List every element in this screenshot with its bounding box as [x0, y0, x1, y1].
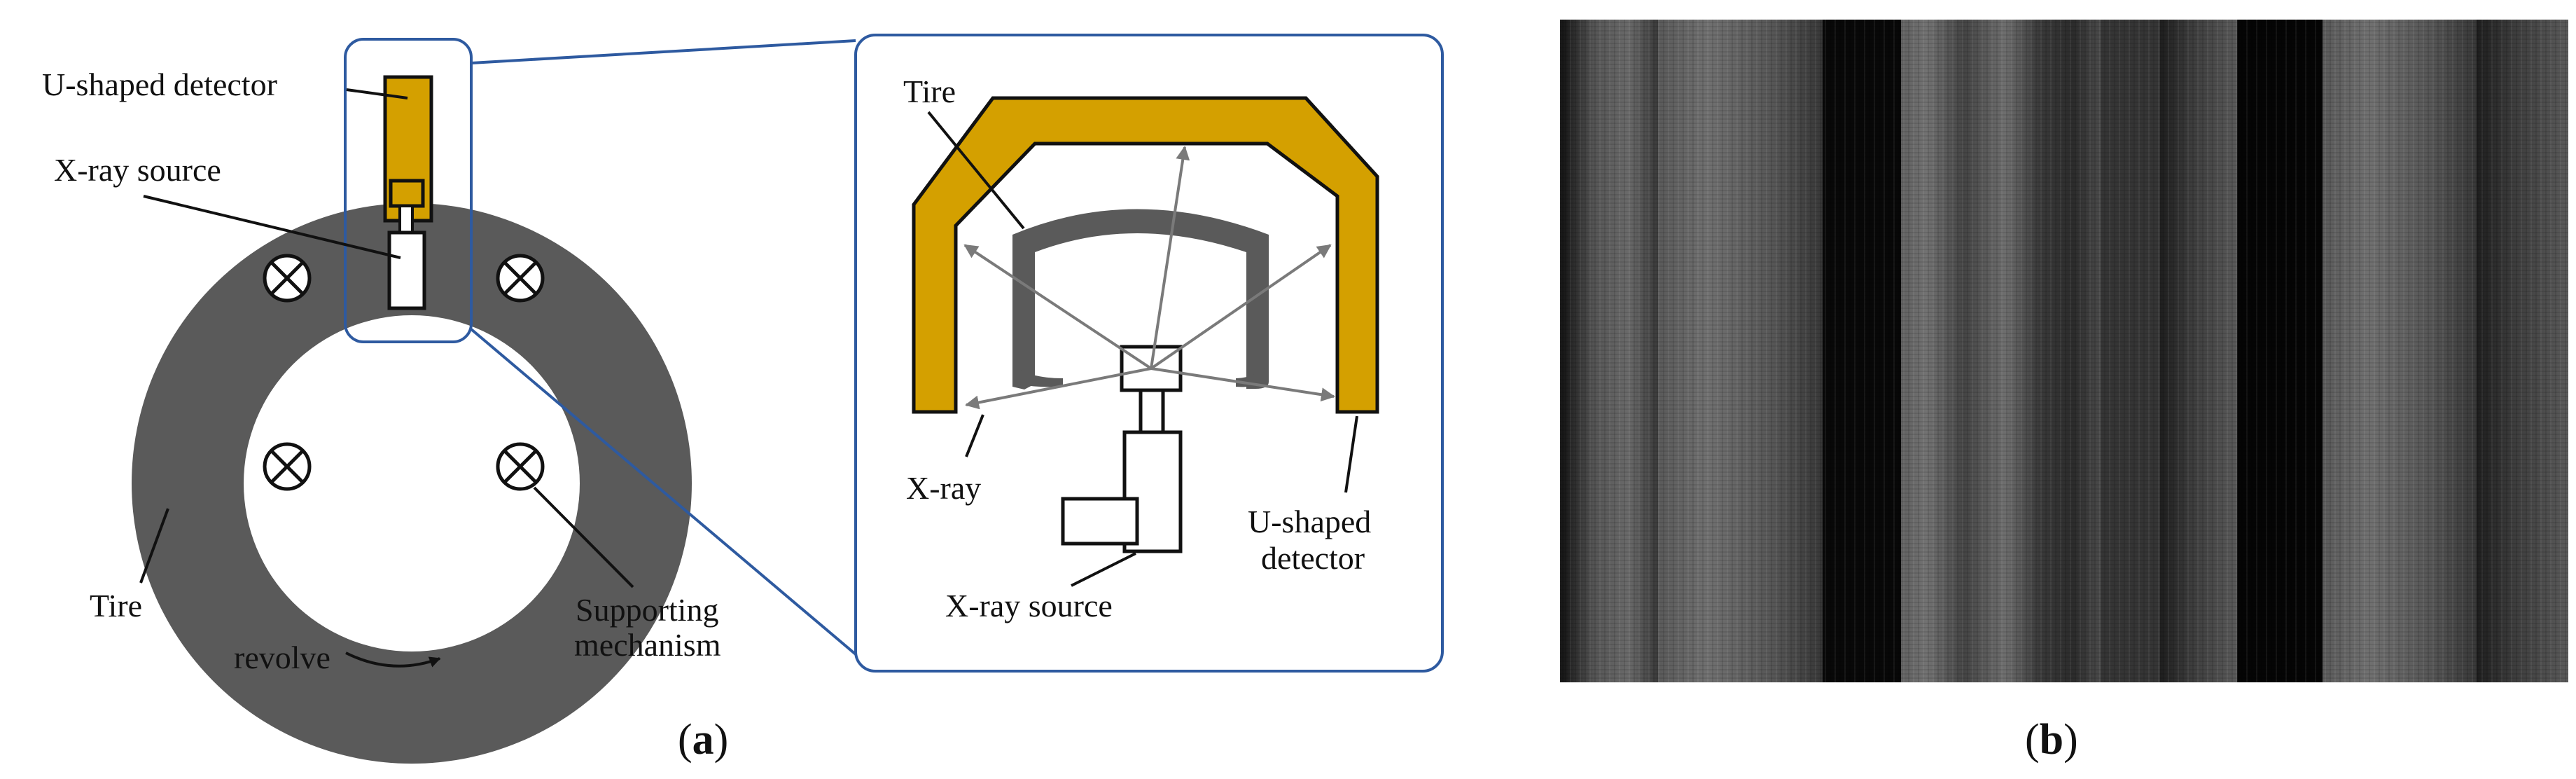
support-mechanism-icon: [496, 442, 545, 491]
tire-inner-hole: [244, 315, 580, 652]
zoom-label-xray: X-ray: [906, 470, 981, 506]
panel-b-xray-image: [1560, 20, 2568, 682]
xray-source-neck-small: [398, 205, 414, 234]
support-mechanism-icon: [263, 442, 312, 491]
support-mechanism-icon: [496, 254, 545, 303]
zoom-connector: [471, 39, 856, 64]
label-mechanism: mechanism: [574, 627, 721, 663]
label-tire: Tire: [90, 588, 142, 623]
revolve-arrow-icon: [345, 652, 441, 668]
label-u-detector: U-shaped detector: [42, 67, 277, 102]
zoom-source-frame: [344, 38, 473, 343]
leader-line: [927, 111, 1025, 230]
support-mechanism-icon: [263, 254, 312, 303]
xray-source-body-small: [387, 230, 426, 310]
leader-line: [1344, 415, 1358, 493]
label-xray-source: X-ray source: [54, 152, 221, 188]
panel-a-zoom: Tire X-ray U-shaped detector X-ray sourc…: [854, 34, 1444, 673]
u-detector-zoom: [912, 96, 1379, 414]
zoom-label-xray-source: X-ray source: [945, 588, 1113, 623]
leader-line: [1071, 552, 1136, 587]
xray-source-head-small: [389, 179, 425, 208]
caption-a: (a): [678, 716, 728, 764]
xray-beams: [963, 146, 1335, 410]
panel-a: U-shaped detector X-ray source Tire revo…: [42, 38, 857, 764]
tire-zoom: [1012, 209, 1269, 390]
zoom-label-tire: Tire: [903, 74, 956, 109]
xray-source-neck-zoom: [1139, 388, 1165, 434]
zoom-label-detector: detector: [1261, 540, 1365, 576]
leader-line: [143, 195, 401, 259]
leader-line: [965, 414, 984, 457]
tire-zoom-base: [1236, 364, 1269, 387]
label-supporting: Supporting: [576, 592, 718, 628]
label-revolve: revolve: [234, 640, 330, 675]
zoom-label-u-shaped: U-shaped: [1248, 504, 1371, 539]
leader-line: [139, 508, 169, 584]
caption-b: (b): [2025, 716, 2078, 764]
leader-line: [533, 486, 634, 588]
zoom-connector: [470, 328, 857, 656]
leader-line: [346, 88, 408, 99]
tire-zoom-base: [1012, 364, 1063, 387]
xray-source-side-zoom: [1061, 497, 1139, 546]
